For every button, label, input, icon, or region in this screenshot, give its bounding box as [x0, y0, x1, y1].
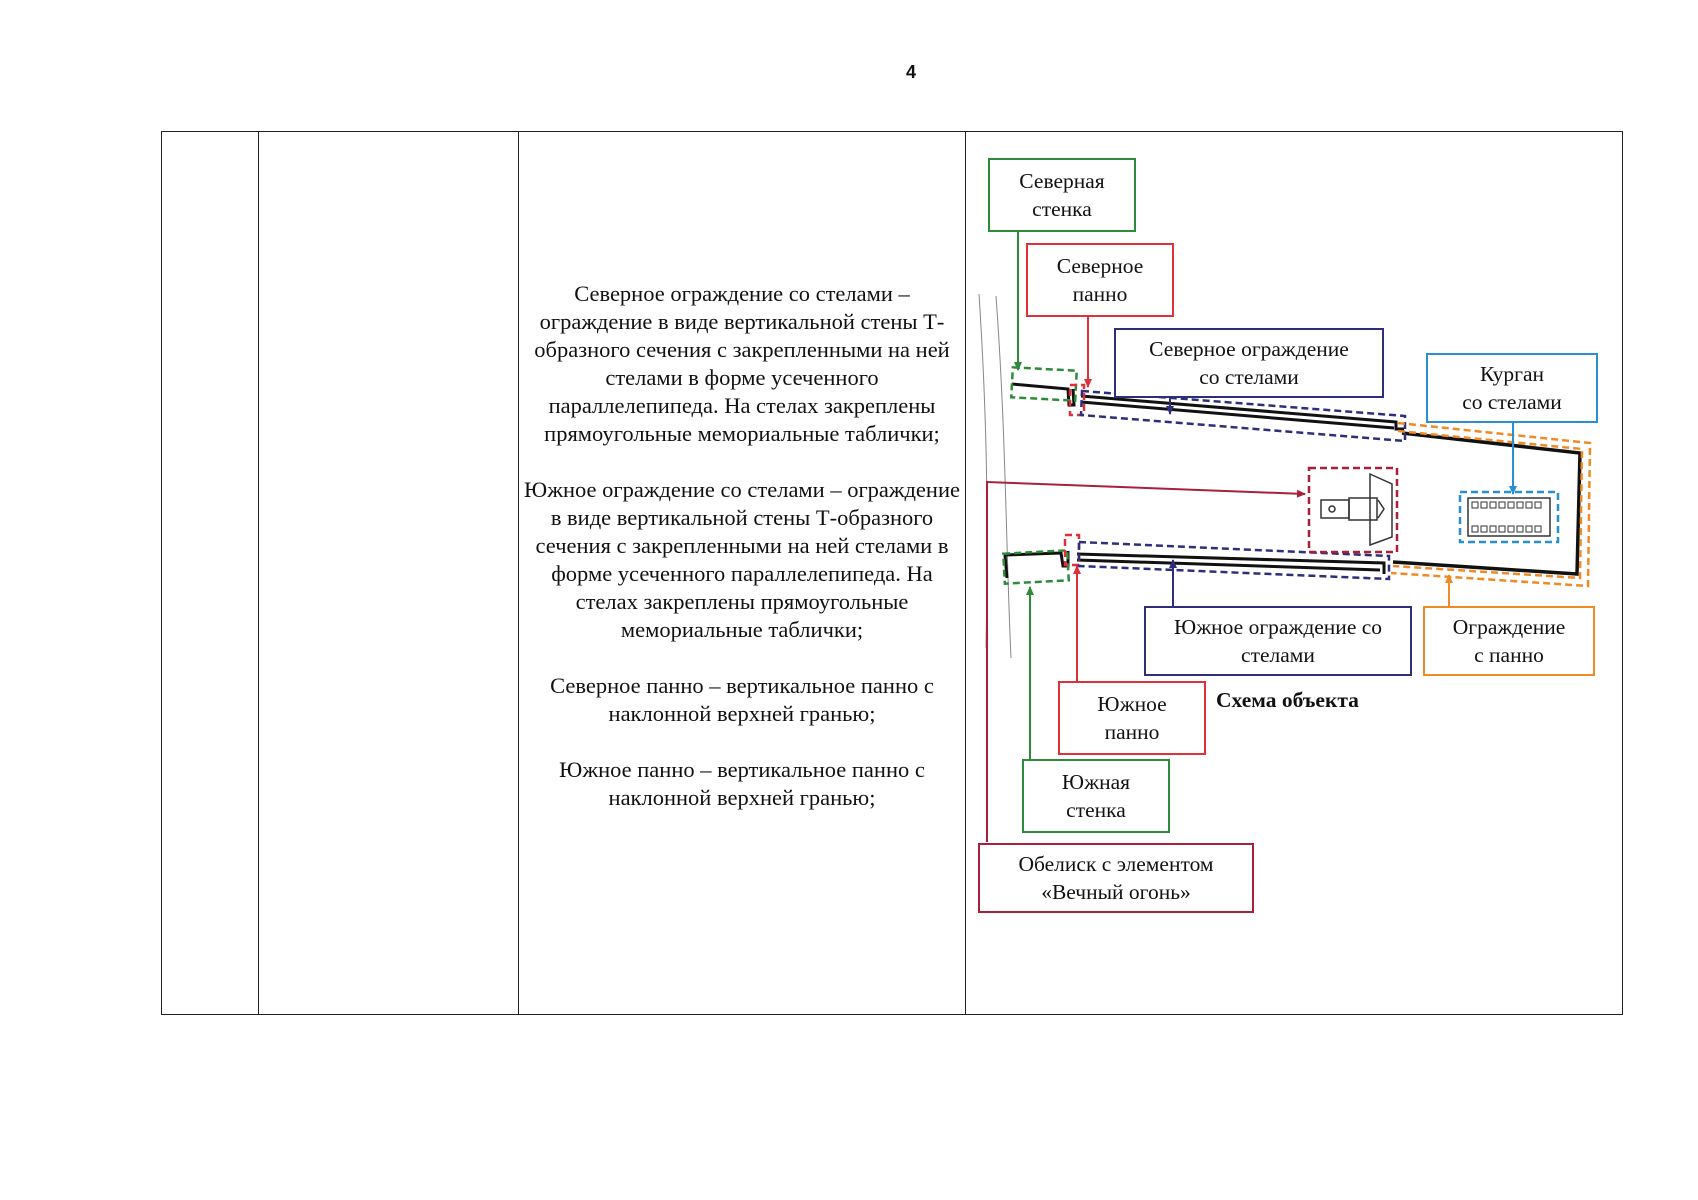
page-number: 4: [905, 62, 916, 82]
description-column: Северное ограждение со стелами – огражде…: [519, 280, 965, 840]
site-boundary-line: [978, 293, 988, 649]
site-boundary-line: [995, 295, 1012, 659]
north-fence-shape: [1080, 394, 1404, 431]
obelisk-label: Обелиск с элементом «Вечный огонь»: [978, 843, 1254, 913]
south-fence-region: [1077, 540, 1391, 581]
obelisk-arrow: [986, 480, 1306, 842]
south-panel-region: [1063, 533, 1081, 567]
document-table: Северное ограждение со стелами – огражде…: [161, 131, 1623, 1015]
fence-panel-region-inner: [1392, 429, 1584, 580]
kurgan-shape: [1467, 497, 1551, 537]
table-column-divider: [258, 132, 259, 1014]
south-fence-label: Южное ограждение со стелами: [1144, 606, 1412, 676]
south-panel-description: Южное панно – вертикальное панно с накло…: [559, 757, 925, 810]
north-wall-label: Северная стенка: [988, 158, 1136, 232]
scheme-title: Схема объекта: [1216, 688, 1359, 712]
south-fence-description: Южное ограждение со стелами – ограждение…: [524, 477, 960, 642]
south-wall-label: Южная стенка: [1022, 759, 1170, 833]
obelisk-shape: [1320, 472, 1393, 547]
south-wall-shape: [1003, 551, 1070, 579]
north-fence-description: Северное ограждение со стелами – огражде…: [534, 281, 950, 446]
north-panel-label: Северное панно: [1026, 243, 1174, 317]
scheme-drawing: [978, 226, 1592, 842]
obelisk-region: [1307, 466, 1399, 554]
fence-panel-label: Ограждение с панно: [1423, 606, 1595, 676]
kurgan-label: Курган со стелами: [1426, 353, 1598, 423]
table-column-divider: [518, 132, 519, 1014]
kurgan-region: [1458, 490, 1560, 544]
table-column-divider: [965, 132, 966, 1014]
north-fence-region: [1079, 389, 1407, 443]
object-scheme: Северная стенка Северное панно Северное …: [966, 132, 1622, 1014]
fence-panel-region: [1390, 421, 1592, 588]
north-panel-region: [1068, 383, 1086, 417]
north-wall-shape: [1011, 382, 1076, 407]
north-panel-description: Северное панно – вертикальное панно с на…: [550, 673, 934, 726]
east-fence-shape: [1392, 431, 1582, 576]
north-fence-label: Северное ограждение со стелами: [1114, 328, 1384, 398]
south-panel-label: Южное панно: [1058, 681, 1206, 755]
south-fence-shape: [1076, 552, 1386, 574]
